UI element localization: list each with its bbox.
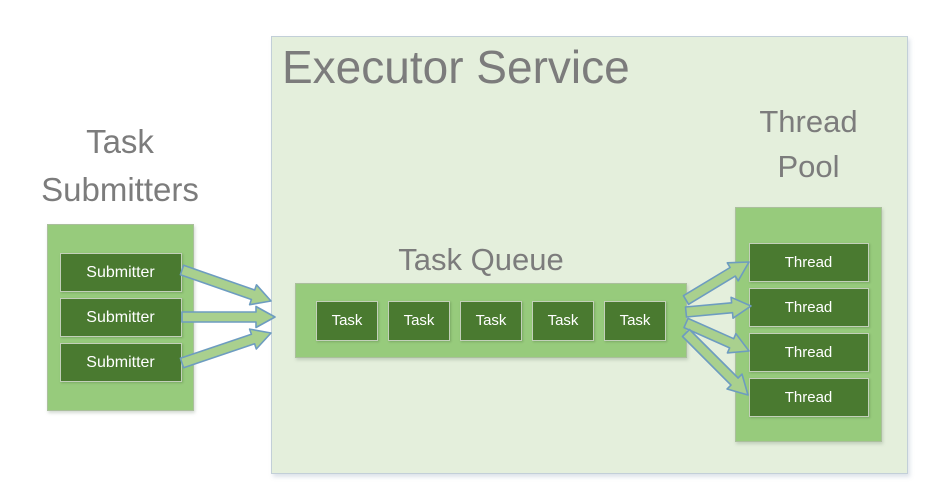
submitter-node: Submitter bbox=[59, 253, 182, 292]
task-queue-label: Task Queue bbox=[398, 242, 564, 277]
task-node: Task bbox=[604, 300, 666, 341]
executor-service-title: Executor Service bbox=[282, 41, 630, 93]
flow-arrow bbox=[181, 305, 276, 329]
task-node: Task bbox=[316, 300, 378, 341]
thread-node: Thread bbox=[748, 243, 869, 282]
task-submitters-label: Task Submitters bbox=[0, 118, 240, 213]
task-submitters-label-line2: Submitters bbox=[41, 170, 199, 208]
submitter-node: Submitter bbox=[59, 298, 182, 337]
thread-node: Thread bbox=[748, 288, 869, 327]
thread-pool-label-line1: Thread bbox=[759, 104, 858, 139]
task-submitters-label-line1: Task bbox=[86, 123, 154, 160]
thread-node: Thread bbox=[748, 333, 869, 372]
task-node: Task bbox=[460, 300, 522, 341]
task-node: Task bbox=[532, 300, 594, 341]
thread-pool-label: Thread Pool bbox=[735, 100, 882, 189]
thread-pool-label-line2: Pool bbox=[777, 148, 840, 184]
task-node: Task bbox=[388, 300, 450, 341]
submitter-node: Submitter bbox=[59, 343, 182, 382]
thread-node: Thread bbox=[748, 378, 869, 417]
